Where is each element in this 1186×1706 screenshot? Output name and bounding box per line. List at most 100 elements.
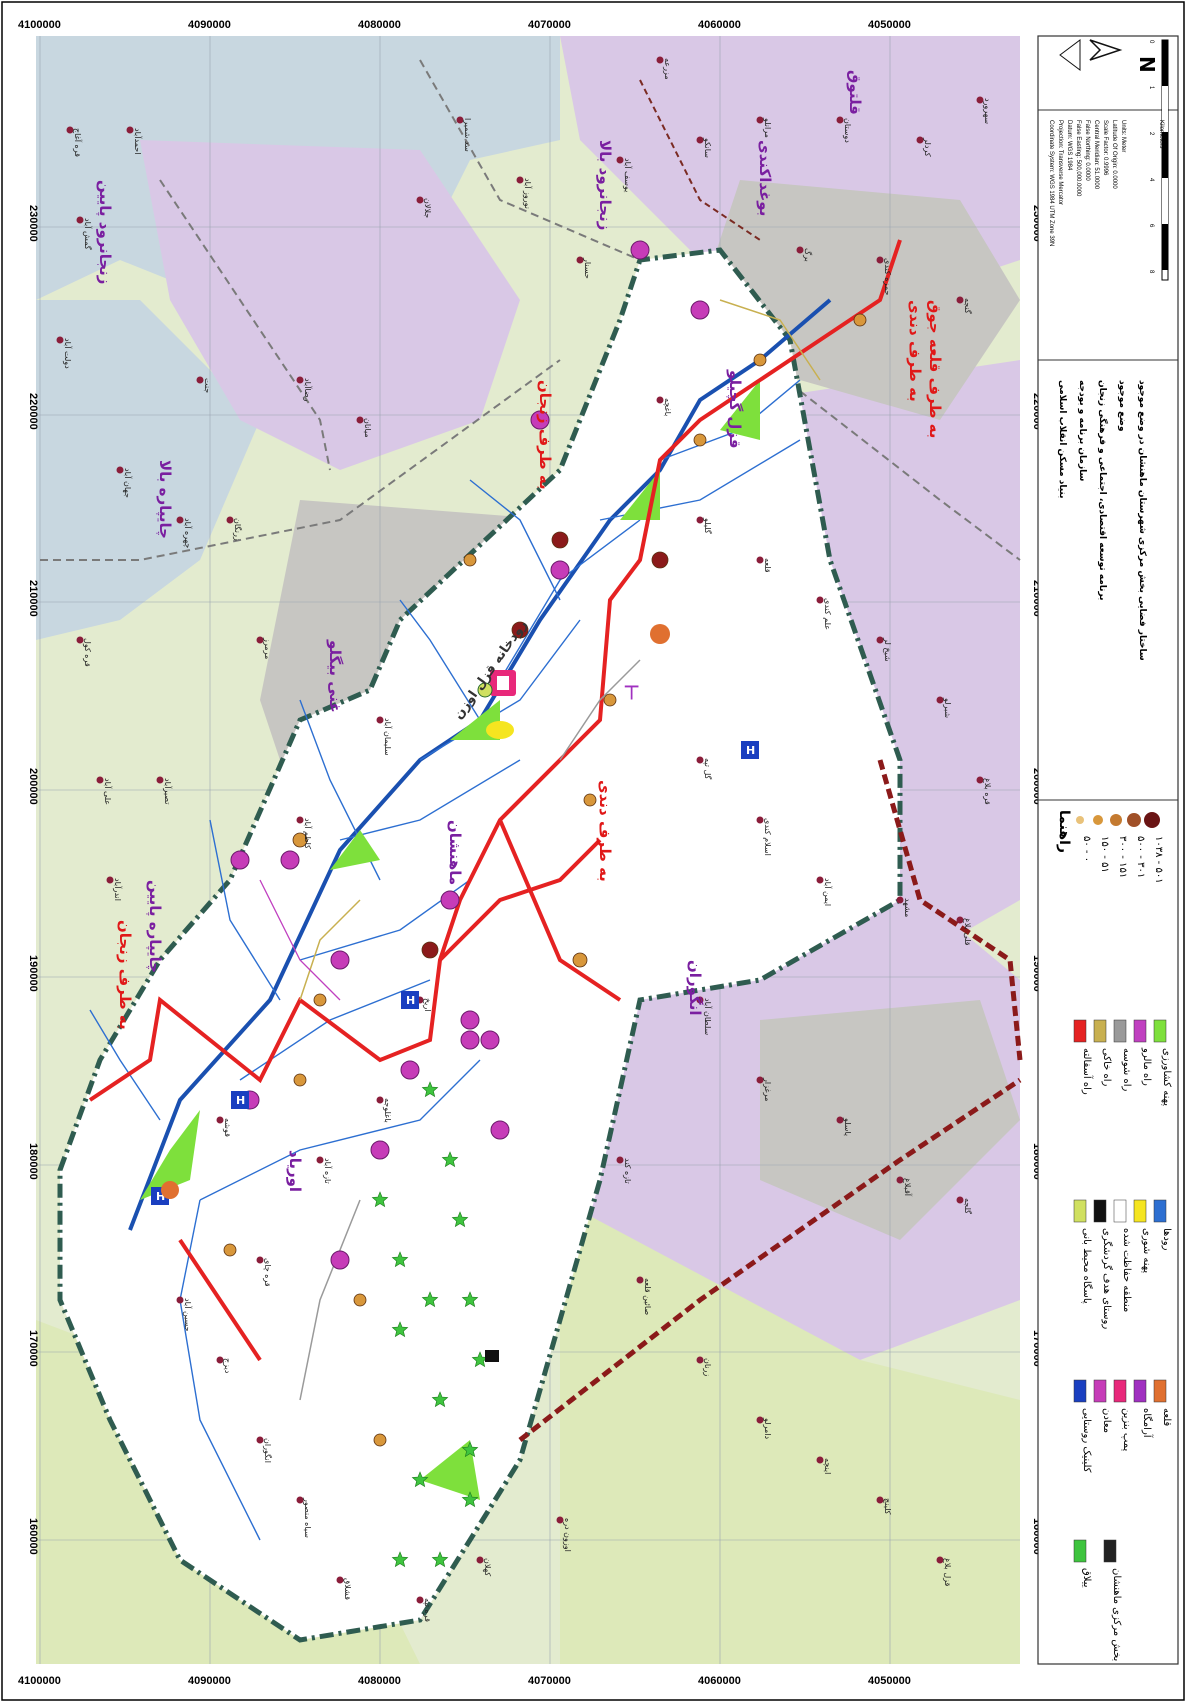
village-dot [296, 376, 304, 384]
village-dot [976, 776, 984, 784]
village-label: دیزج [223, 1358, 232, 1374]
village-dot [296, 816, 304, 824]
terrain-highland [140, 140, 520, 470]
legend-swatch [1133, 1379, 1147, 1403]
agriculture-zone [720, 380, 760, 440]
village-label: رضاآباد [303, 378, 313, 402]
projection-line: False Northing: 0.0000 [1084, 120, 1090, 181]
legend-label: معادن [1101, 1408, 1112, 1433]
clinic-icon [741, 741, 759, 759]
direction-label: به طرف دندی [596, 780, 614, 882]
village-dot [216, 1116, 224, 1124]
village-dot [696, 1356, 704, 1364]
village-dot [296, 1496, 304, 1504]
village-label: شیخ لر [883, 637, 892, 662]
village-label: قزل بلاغ [943, 1558, 952, 1587]
legend-swatch [1153, 1019, 1167, 1043]
gravel-road [299, 1199, 361, 1401]
village-label: سیاه منصور [303, 1497, 312, 1538]
terrain-lowland [36, 300, 260, 640]
legend-swatch [1103, 1539, 1117, 1563]
scale-tick: 1 [1148, 86, 1154, 90]
village-dot [696, 996, 704, 1004]
admin-boundary [159, 179, 331, 471]
village-dot [56, 336, 64, 344]
grid-label-y: 4060000 [698, 19, 741, 31]
legend-swatch [1093, 1019, 1107, 1043]
mine-icon [690, 300, 710, 320]
north-arrow: N [1059, 39, 1159, 73]
village-label: قلی بلاغ [963, 918, 972, 946]
legend-swatch [1093, 1379, 1107, 1403]
village-dot [416, 1596, 424, 1604]
population-point [693, 433, 707, 447]
grid-label-x: 180000 [27, 1143, 39, 1180]
legend-label: منطقه حفاظت شده [1121, 1228, 1132, 1312]
village-dot [936, 1556, 944, 1564]
mine-icon [400, 1060, 420, 1080]
village-dot [226, 516, 234, 524]
river [199, 1059, 481, 1201]
village-dot [416, 196, 424, 204]
direction-label: به طرف دندی [906, 300, 924, 402]
grid-label-x: 170000 [27, 1330, 39, 1367]
legend-label: قلعه [1161, 1408, 1172, 1426]
castle-icon [161, 1181, 179, 1199]
legend-pop-label: ۵۰ - ۰ [1081, 836, 1092, 862]
projection-line: Scale Factor: 0.9996 [1102, 120, 1108, 176]
legend-swatch [1073, 1539, 1087, 1563]
grid-label-x: 230000 [27, 205, 39, 242]
yeylagh-star [421, 1291, 439, 1308]
mine-icon [370, 1140, 390, 1160]
village-dot [936, 696, 944, 704]
region-label: غنی بیگلو [326, 639, 344, 713]
road-network [88, 239, 902, 1401]
village-label: دامرلو [763, 1417, 772, 1439]
village-label: دوستان [843, 118, 852, 143]
yeylagh-star [391, 1251, 409, 1268]
village-label: اسلام کندی [763, 818, 772, 856]
title-line: وضع موجود [1117, 380, 1127, 432]
legend-pop-swatch [1076, 816, 1084, 824]
yeylagh-star [421, 1081, 439, 1098]
village-label: مرانلو [763, 117, 772, 138]
legend-swatch [1133, 1019, 1147, 1043]
region-label: انگوران [686, 960, 704, 1015]
mine-icon [280, 850, 300, 870]
legend-swatch [1113, 1379, 1127, 1403]
village-label: تازه آباد [323, 1158, 333, 1184]
village-label: تصیرآباد [163, 778, 173, 804]
mine-icon [530, 410, 550, 430]
village-dot [756, 1416, 764, 1424]
legend-label: راه شوسه [1121, 1048, 1132, 1091]
village-label: مرغزار [763, 1077, 772, 1101]
scale-segment [1162, 132, 1168, 178]
scale-tick: 6 [1148, 224, 1154, 228]
region-label: زنجانرود پایین [95, 180, 114, 284]
population-point [353, 1293, 367, 1307]
river [339, 759, 521, 841]
projection-line: Datum: WGS 1984 [1066, 120, 1072, 171]
village-label: اینچه [823, 1458, 832, 1474]
village-label: جنت [203, 378, 212, 393]
terrain-plain [560, 1200, 1020, 1664]
village-label: صائین قلعه [643, 1278, 652, 1315]
projection-line: Projection: Transverse Mercator [1057, 120, 1063, 205]
clinic-icon-glyph: H [236, 1094, 245, 1107]
population-point [373, 1433, 387, 1447]
village-dot [836, 1116, 844, 1124]
village-label: قشلاق [343, 1578, 352, 1600]
village-dot [836, 116, 844, 124]
yeylagh-star [431, 1551, 449, 1568]
mine-icon [330, 1250, 350, 1270]
village-label: جهان آباد [123, 468, 133, 498]
north-arrow-compass [1059, 39, 1081, 71]
projection-line: Units: Meter [1120, 120, 1126, 152]
village-dot [756, 816, 764, 824]
region-label: ماهنشان [446, 820, 464, 885]
village-dot [176, 1296, 184, 1304]
village-label: مزرعه [663, 58, 672, 80]
mine-icon [460, 1030, 480, 1050]
